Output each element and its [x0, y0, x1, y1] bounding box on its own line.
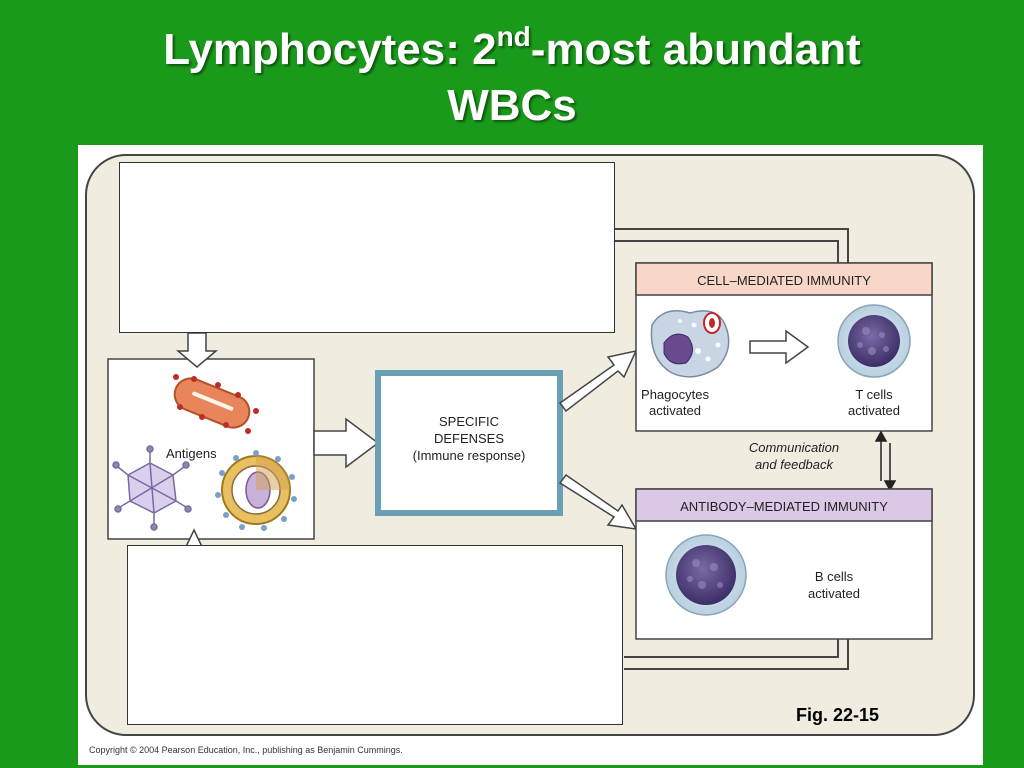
slide-title: Lymphocytes: 2nd-most abundant WBCs — [0, 22, 1024, 134]
immune-diagram: Antigens SPECIFIC — [78, 145, 983, 765]
antigens-label: Antigens — [166, 446, 217, 461]
enveloped-virus — [215, 450, 297, 531]
antigen-rod-bacterium — [173, 374, 259, 434]
title-text-b: -most abundant — [530, 25, 861, 74]
feedback-line-bottom-inner — [624, 639, 839, 658]
cell-mediated-title: CELL–MEDIATED IMMUNITY — [697, 273, 871, 288]
arrow-to-cell-mediated — [558, 349, 638, 413]
feedback-line-top-outer — [614, 228, 849, 263]
tcells-label-2: activated — [848, 403, 900, 418]
feedback-line-top-inner — [614, 240, 839, 263]
blank-box-top — [119, 162, 615, 333]
antibody-mediated-header — [635, 488, 933, 522]
arrow-to-antibody-mediated — [558, 473, 638, 530]
communication-label-2: and feedback — [755, 457, 835, 472]
title-line-1: Lymphocytes: 2nd-most abundant — [0, 22, 1024, 78]
arrow-phagocyte-to-tcell — [749, 329, 810, 365]
blank-box-bottom — [127, 545, 623, 725]
bcells-label-1: B cells — [815, 569, 854, 584]
title-superscript: nd — [496, 21, 531, 52]
arrow-to-specific-defenses — [313, 417, 380, 469]
virus-particle — [112, 445, 192, 531]
title-line-2: WBCs — [447, 81, 577, 130]
tcells-label-1: T cells — [855, 387, 893, 402]
t-cell — [837, 304, 911, 378]
antibody-mediated-title: ANTIBODY–MEDIATED IMMUNITY — [680, 499, 888, 514]
specific-line-2: DEFENSES — [434, 431, 504, 446]
phagocyte-cell — [650, 310, 730, 378]
specific-line-1: SPECIFIC — [439, 414, 499, 429]
cell-mediated-header — [635, 262, 933, 296]
specific-line-3: (Immune response) — [413, 448, 526, 463]
figure-label: Fig. 22-15 — [796, 705, 880, 725]
communication-label-1: Communication — [749, 440, 839, 455]
phagocytes-label-2: activated — [649, 403, 701, 418]
specific-defenses-box — [375, 370, 563, 516]
arrow-into-antigens-top — [175, 332, 219, 368]
phagocytes-label-1: Phagocytes — [641, 387, 709, 402]
feedback-line-bottom-outer — [624, 639, 849, 670]
b-cell — [665, 534, 747, 616]
title-text-a: Lymphocytes: 2 — [163, 25, 497, 74]
double-arrow-feedback — [874, 430, 897, 492]
bcells-label-2: activated — [808, 586, 860, 601]
copyright-notice: Copyright © 2004 Pearson Education, Inc.… — [89, 745, 403, 755]
